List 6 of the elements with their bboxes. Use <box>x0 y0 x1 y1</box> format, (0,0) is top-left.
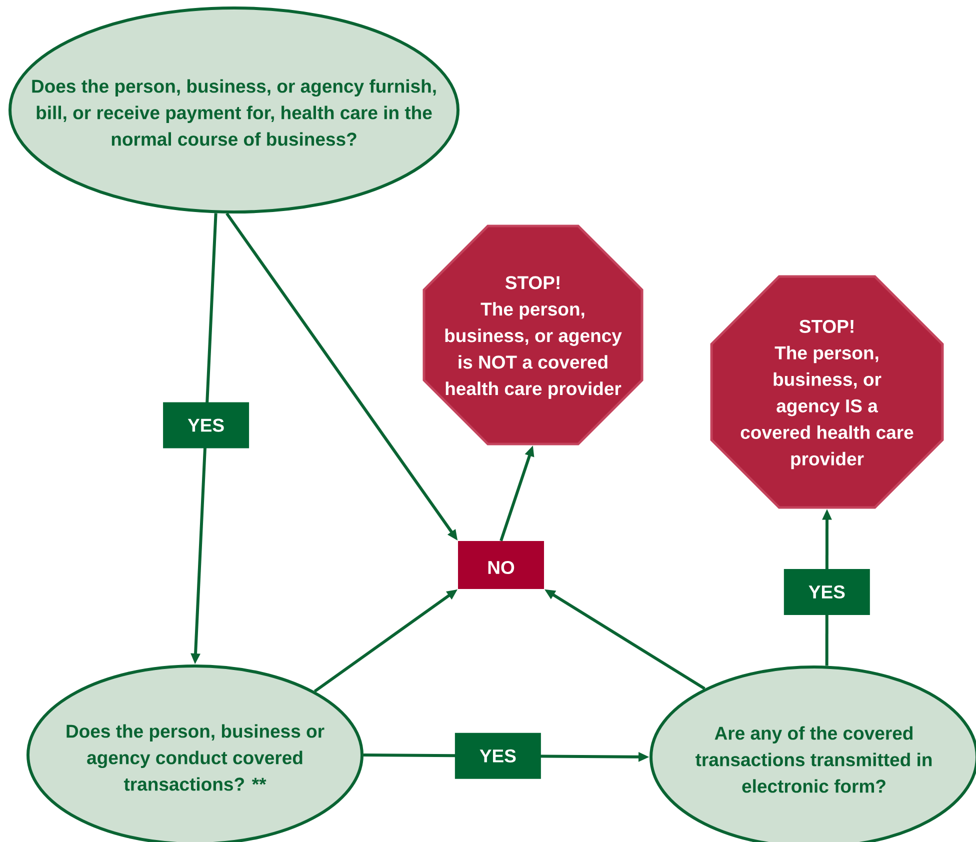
edge-label: YES <box>163 402 250 448</box>
stop-octagon: STOP! The person, business, or agency IS a covered health care provider <box>710 275 944 509</box>
answer-box: NO <box>458 541 544 589</box>
edge-label: YES <box>454 732 541 779</box>
stop-octagon: STOP! The person, business, or agency is NOT a covered health care provider <box>422 224 644 446</box>
edge-label: YES <box>784 568 870 615</box>
